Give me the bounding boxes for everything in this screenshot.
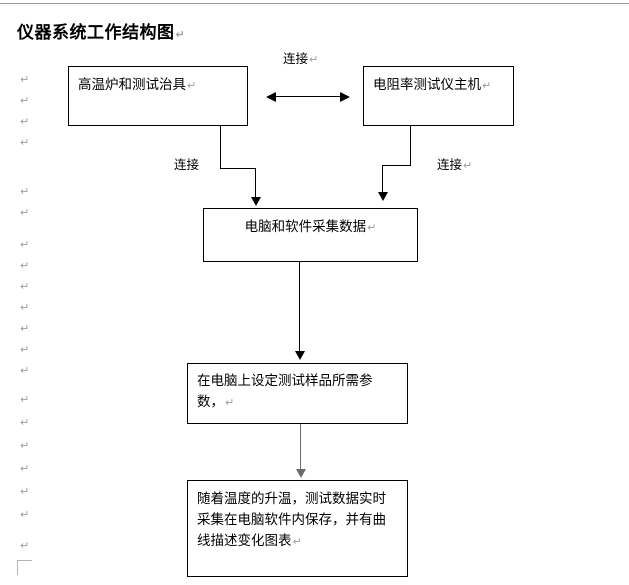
page-top-rule [0, 3, 629, 4]
pilcrow-mark-icon: ↵ [20, 364, 30, 377]
pilcrow-mark-icon: ↵ [20, 238, 30, 251]
pilcrow-mark-icon: ↵ [367, 221, 377, 234]
flow-box-acquire-data[interactable]: 电脑和软件采集数据↵ [203, 208, 418, 262]
pilcrow-mark-icon: ↵ [20, 343, 30, 356]
connector-acquire-to-params-line [299, 262, 300, 352]
pilcrow-mark-icon: ↵ [20, 259, 30, 272]
pilcrow-mark-icon: ↵ [20, 185, 30, 198]
flow-box-record-curve-label: 随着温度的升温，测试数据实时采集在电脑软件内保存，并有曲线描述变化图表↵ [197, 491, 386, 549]
pilcrow-mark-icon: ↵ [20, 508, 30, 521]
flow-box-meter-label: 电阻率测试仪主机↵ [373, 77, 492, 93]
pilcrow-mark-icon: ↵ [20, 393, 30, 406]
connector-left-vertical-lower [255, 168, 256, 199]
connector-label-top: 连接↵ [283, 51, 319, 66]
flow-box-meter[interactable]: 电阻率测试仪主机↵ [363, 66, 514, 126]
connector-left-horizontal [220, 168, 256, 169]
pilcrow-mark-icon: ↵ [20, 206, 30, 219]
page-title: 仪器系统工作结构图↵ [17, 22, 185, 44]
pilcrow-mark-icon: ↵ [20, 539, 30, 552]
connector-right-horizontal [382, 165, 411, 166]
connector-label-right: 连接↵ [437, 157, 473, 172]
pilcrow-mark-icon: ↵ [175, 28, 186, 41]
arrowhead-down-icon [378, 192, 388, 201]
connector-label-left: 连接 [174, 157, 200, 172]
flow-box-furnace[interactable]: 高温炉和测试治具↵ [68, 66, 248, 126]
pilcrow-mark-icon: ↵ [20, 94, 30, 107]
page-margin-corner-mark [17, 560, 32, 575]
page-title-text: 仪器系统工作结构图 [17, 23, 175, 43]
pilcrow-mark-icon: ↵ [20, 322, 30, 335]
flow-box-set-parameters-label: 在电脑上设定测试样品所需参数，↵ [197, 373, 373, 410]
pilcrow-mark-icon: ↵ [20, 439, 30, 452]
arrowhead-down-icon [251, 197, 261, 206]
pilcrow-mark-icon: ↵ [463, 159, 473, 172]
pilcrow-mark-icon: ↵ [292, 535, 302, 548]
pilcrow-mark-icon: ↵ [20, 73, 30, 86]
arrowhead-down-icon [295, 351, 305, 360]
connector-left-vertical-upper [220, 126, 221, 169]
arrowhead-right-icon [340, 92, 350, 102]
flow-box-set-parameters[interactable]: 在电脑上设定测试样品所需参数，↵ [187, 363, 408, 424]
pilcrow-mark-icon: ↵ [225, 396, 235, 409]
pilcrow-mark-icon: ↵ [20, 115, 30, 128]
connector-params-to-record-line [300, 424, 301, 471]
pilcrow-mark-icon: ↵ [20, 485, 30, 498]
pilcrow-mark-icon: ↵ [187, 79, 197, 92]
connector-bidirectional-line [274, 96, 342, 97]
connector-right-vertical-lower [382, 165, 383, 194]
flow-box-furnace-label: 高温炉和测试治具↵ [78, 77, 197, 93]
flow-box-acquire-data-label: 电脑和软件采集数据↵ [244, 219, 377, 235]
arrowhead-left-icon [266, 92, 276, 102]
arrowhead-down-icon [296, 469, 306, 478]
connector-right-vertical-upper [410, 126, 411, 166]
pilcrow-mark-icon: ↵ [20, 462, 30, 475]
pilcrow-mark-icon: ↵ [20, 301, 30, 314]
pilcrow-mark-icon: ↵ [309, 53, 319, 66]
pilcrow-mark-icon: ↵ [20, 136, 30, 149]
pilcrow-mark-icon: ↵ [482, 79, 492, 92]
pilcrow-mark-icon: ↵ [20, 416, 30, 429]
pilcrow-mark-icon: ↵ [20, 280, 30, 293]
flow-box-record-curve[interactable]: 随着温度的升温，测试数据实时采集在电脑软件内保存，并有曲线描述变化图表↵ [187, 480, 408, 577]
